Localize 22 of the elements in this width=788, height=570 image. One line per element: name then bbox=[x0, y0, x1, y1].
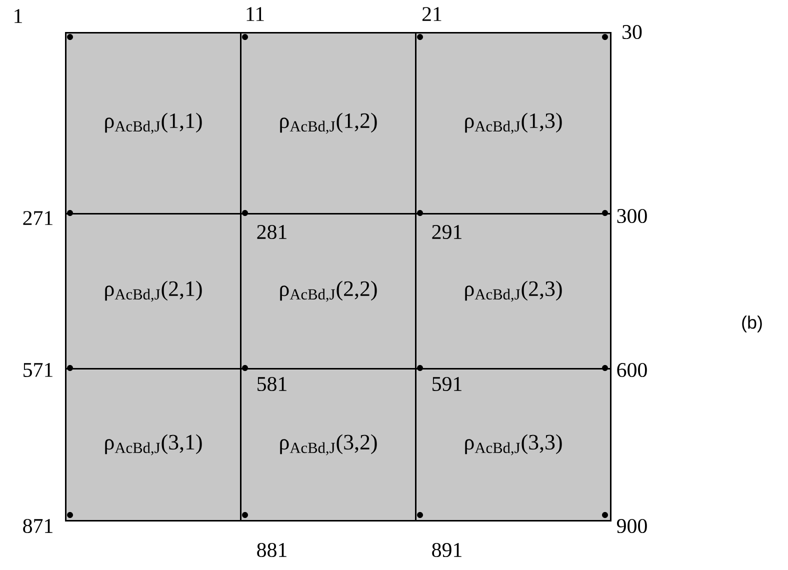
grid-number: 291 bbox=[432, 224, 462, 240]
grid-number: 600 bbox=[617, 362, 647, 378]
grid-cell: ρ$_{AcBd,J}$(1,3) bbox=[415, 32, 612, 214]
grid-number: 21 bbox=[422, 7, 442, 21]
panel-label: (b) bbox=[742, 316, 762, 332]
grid-cell: ρ$_{AcBd,J}$(2,1) bbox=[65, 213, 242, 370]
grid-cell: ρ$_{AcBd,J}$(1,1) bbox=[65, 32, 242, 214]
grid-cell: ρ$_{AcBd,J}$(1,2) bbox=[240, 32, 416, 214]
grid-number: 281 bbox=[257, 224, 286, 240]
grid-number: 271 bbox=[23, 211, 52, 225]
grid-number: 11 bbox=[246, 7, 264, 21]
grid-number: 881 bbox=[257, 542, 286, 558]
grid-number: 581 bbox=[258, 376, 286, 392]
grid-number: 1 bbox=[14, 9, 22, 23]
grid-number: 591 bbox=[432, 376, 462, 392]
grid-number: 30 bbox=[622, 24, 642, 40]
grid-number: 300 bbox=[617, 208, 647, 224]
grid-number: 571 bbox=[24, 362, 52, 377]
grid-cell: ρ$_{AcBd,J}$(3,1) bbox=[65, 368, 242, 522]
grid-number: 871 bbox=[23, 518, 52, 534]
grid-number: 900 bbox=[616, 518, 647, 534]
grid-number: 891 bbox=[432, 542, 462, 558]
